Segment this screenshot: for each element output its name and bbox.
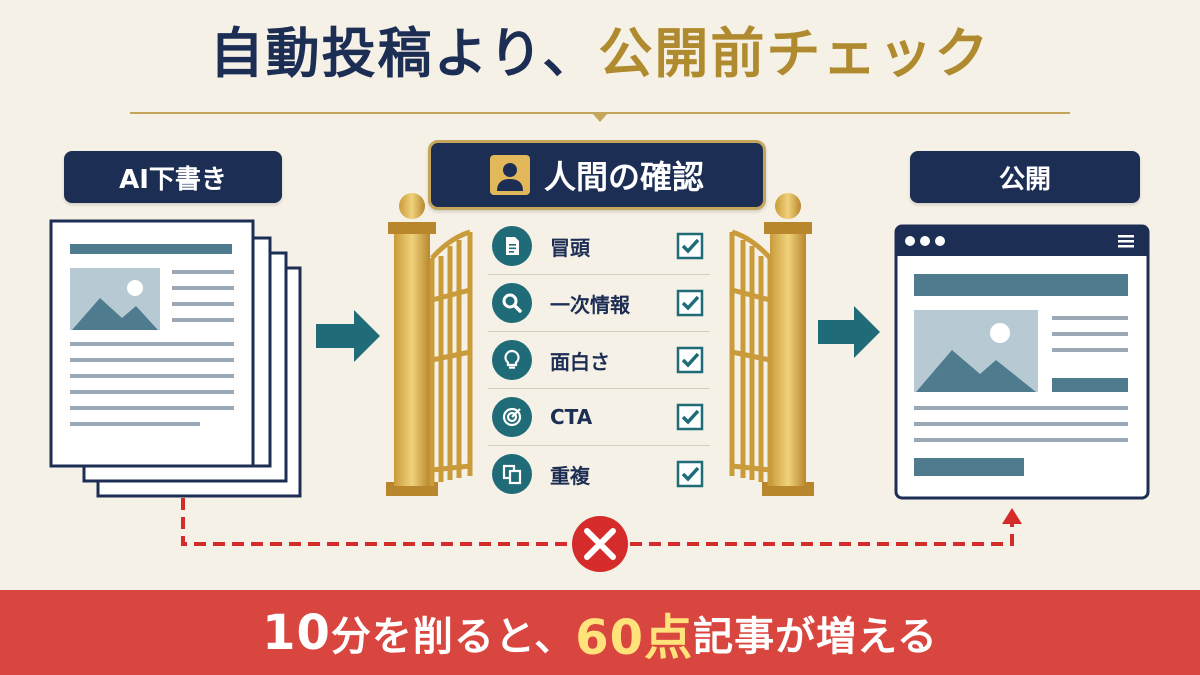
banner-number-2: 60点 <box>575 609 694 666</box>
checkbox-checked-icon <box>676 403 704 431</box>
blocked-x-icon <box>572 516 628 572</box>
banner-number-1: 10 <box>262 604 331 661</box>
checklist: 冒頭 一次情報 面白さ CTA <box>488 218 710 502</box>
title-part-1: 自動投稿より、 <box>209 21 599 85</box>
ai-draft-label: AI下書き <box>64 151 282 203</box>
title-divider-notch <box>592 113 608 122</box>
duplicate-icon <box>492 454 532 494</box>
checklist-item-label: 冒頭 <box>550 235 590 260</box>
checklist-item: CTA <box>488 389 710 446</box>
human-check-text: 人間の確認 <box>543 158 704 196</box>
checkbox-checked-icon <box>676 232 704 260</box>
arrow-right-icon <box>818 306 880 358</box>
gate-right-pillar-icon <box>762 193 814 496</box>
checklist-item: 一次情報 <box>488 275 710 332</box>
lightbulb-icon <box>492 340 532 380</box>
target-icon <box>492 397 532 437</box>
checklist-item-label: 重複 <box>550 463 590 488</box>
publish-label: 公開 <box>910 151 1140 203</box>
gate-left-door-icon <box>429 229 473 486</box>
arrow-up-icon <box>1002 508 1022 524</box>
title-part-2: 公開前チェック <box>598 21 991 85</box>
checklist-item-label: CTA <box>550 405 593 429</box>
person-icon <box>489 155 530 195</box>
browser-window-icon <box>894 224 1150 500</box>
document-icon <box>492 226 532 266</box>
arrow-right-icon <box>316 310 380 362</box>
checkbox-checked-icon <box>676 460 704 488</box>
magnifier-icon <box>492 283 532 323</box>
draft-document-stack-icon <box>49 219 302 498</box>
bypass-path <box>181 498 1014 546</box>
checklist-item-label: 一次情報 <box>550 292 630 317</box>
checklist-item: 重複 <box>488 446 710 502</box>
human-check-label: 人間の確認 <box>428 140 766 210</box>
page-title: 自動投稿より、公開前チェック <box>0 26 1200 80</box>
checklist-item-label: 面白さ <box>550 349 610 374</box>
checklist-item: 冒頭 <box>488 218 710 275</box>
gate-right-door-icon <box>729 229 773 486</box>
gate-left-pillar-icon <box>386 193 438 496</box>
banner-text-2: 記事が増える <box>693 613 938 660</box>
checkbox-checked-icon <box>676 346 704 374</box>
banner-text-1: 分を削ると、 <box>330 613 576 660</box>
checklist-item: 面白さ <box>488 332 710 389</box>
checkbox-checked-icon <box>676 289 704 317</box>
